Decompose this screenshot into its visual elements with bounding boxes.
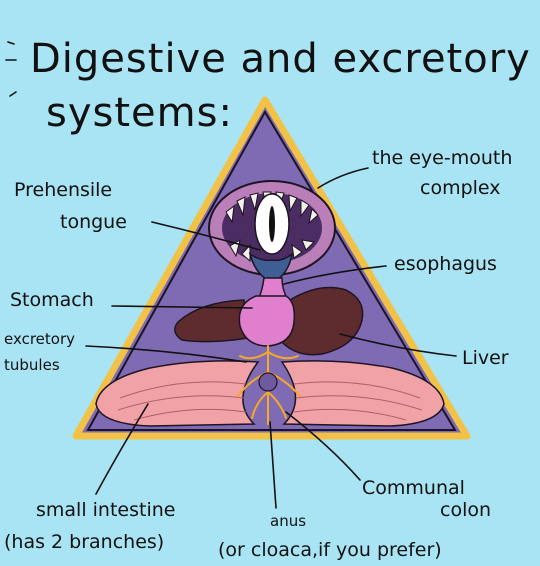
title-tick-marks	[5, 41, 17, 97]
label-excretory-1: excretory	[4, 330, 75, 348]
label-tongue-2: tongue	[60, 211, 127, 233]
eye-mouth-complex	[208, 180, 336, 283]
label-eye-mouth-1: the eye-mouth	[372, 147, 512, 169]
label-anus-note: (or cloaca,if you prefer)	[218, 539, 442, 561]
label-eye-mouth-2: complex	[420, 177, 501, 199]
liver-organ	[174, 286, 364, 356]
label-stomach: Stomach	[10, 289, 94, 311]
title-line-1: Digestive and excretory	[30, 36, 531, 82]
label-anus: anus	[270, 512, 306, 530]
label-excretory-2: tubules	[4, 356, 60, 374]
label-liver: Liver	[462, 347, 509, 369]
excretory-tubules-organ	[237, 345, 301, 425]
label-esophagus: esophagus	[394, 253, 497, 275]
title-line-2: systems:	[46, 90, 233, 136]
label-small-intestine-note: (has 2 branches)	[4, 531, 164, 553]
stomach-organ	[238, 295, 296, 347]
label-tongue-1: Prehensile	[14, 179, 112, 201]
label-small-intestine: small intestine	[36, 499, 175, 521]
leader-lines	[85, 167, 457, 509]
small-intestine-organ	[95, 360, 445, 427]
label-colon-2: colon	[440, 499, 491, 521]
label-colon-1: Communal	[362, 477, 465, 499]
